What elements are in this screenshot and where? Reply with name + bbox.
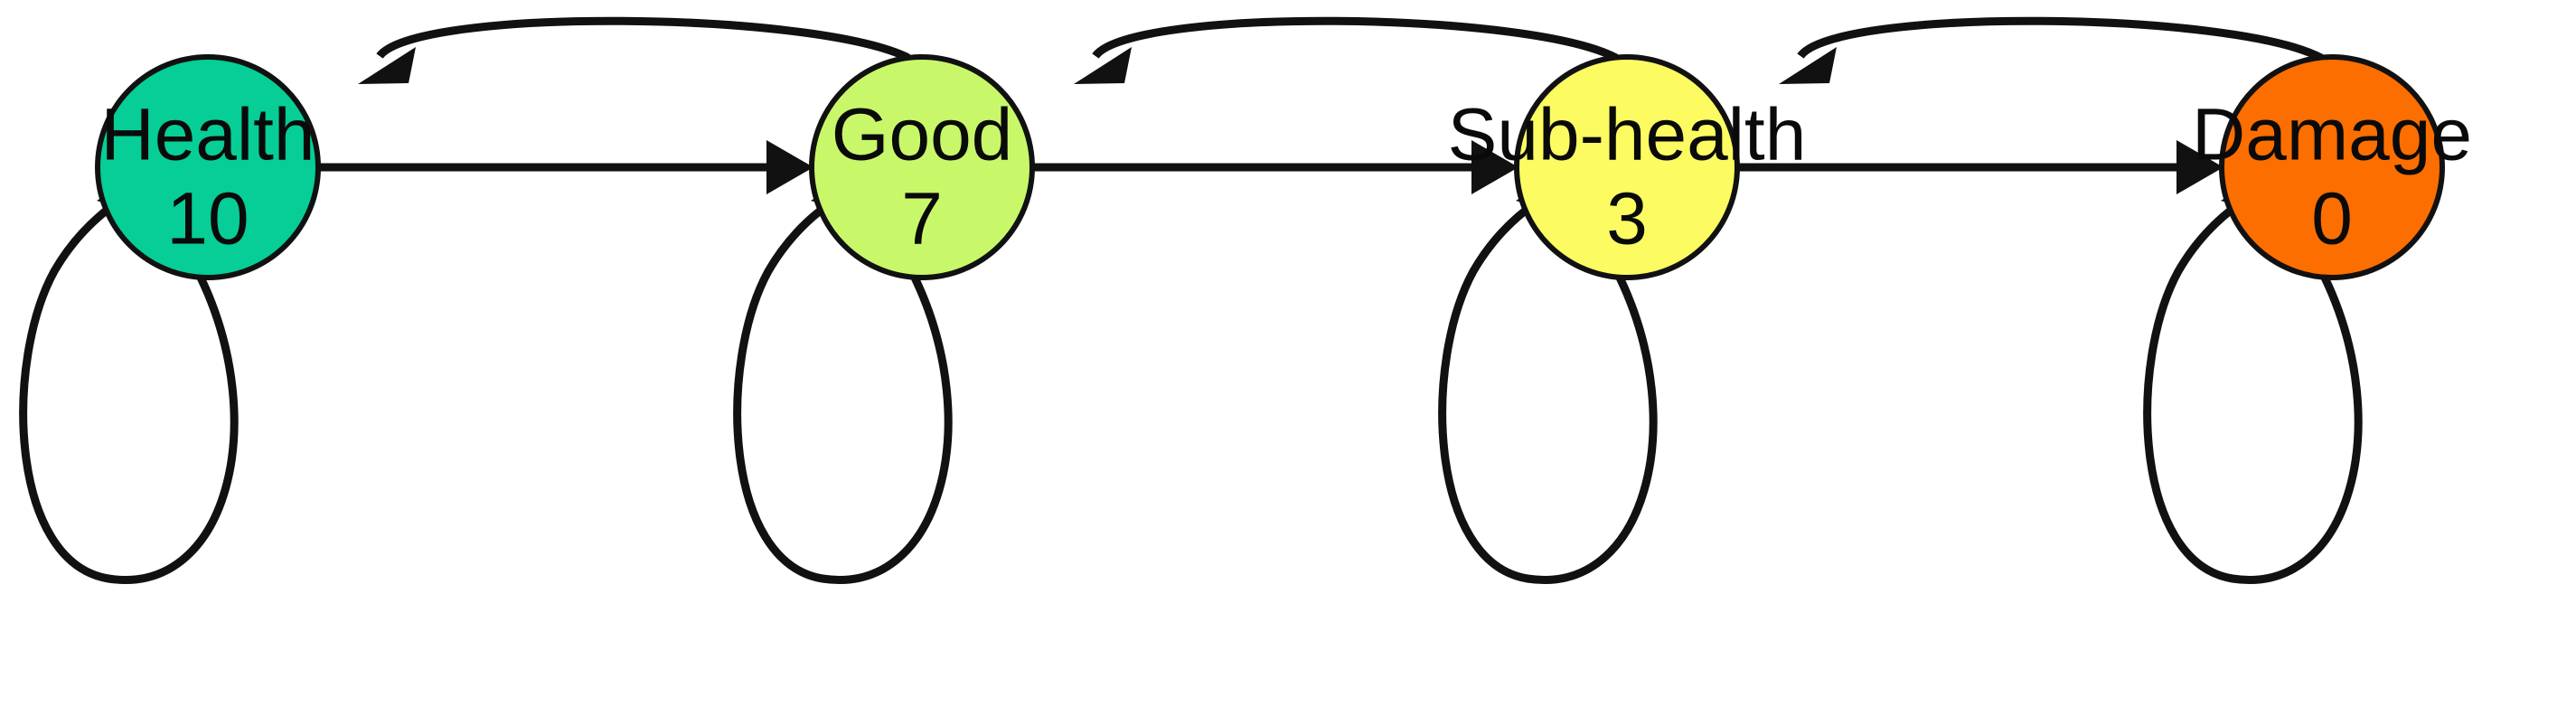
node-health-label: Health [100, 94, 315, 176]
node-sub-health-value: 3 [1606, 178, 1648, 260]
node-sub-health-label: Sub-health [1448, 94, 1807, 176]
node-health-value: 10 [166, 178, 249, 260]
edge-health-to-good[interactable] [318, 140, 813, 194]
node-good-value: 7 [901, 178, 943, 260]
edge-good-to-health-arrowhead [358, 47, 416, 84]
edge-good-to-health-path [376, 16, 910, 62]
edge-damage-to-sub-health-path [1797, 16, 2324, 61]
node-good[interactable]: Good 7 [809, 54, 1035, 280]
edge-good-to-sub-health[interactable] [1032, 140, 1518, 194]
self-loop-health-path [19, 184, 239, 584]
self-loop-sub-health-path [1438, 184, 1658, 584]
node-health-circle [95, 54, 321, 280]
edge-damage-to-sub-health-arrowhead [1779, 47, 1837, 84]
edge-sub-health-to-good[interactable] [1074, 16, 1619, 84]
self-loop-good-path [733, 184, 953, 584]
node-damage-circle [2219, 54, 2445, 280]
edge-good-to-sub-health-arrowhead [1471, 140, 1518, 194]
edge-health-to-good-arrowhead [766, 140, 813, 194]
node-good-circle [809, 54, 1035, 280]
edge-sub-health-to-damage-arrowhead [2176, 140, 2223, 194]
node-good-label: Good [832, 94, 1013, 176]
node-damage-value: 0 [2311, 178, 2353, 260]
node-damage-label: Damage [2192, 94, 2472, 176]
edge-good-to-health[interactable] [358, 16, 910, 84]
node-damage[interactable]: Damage 0 [2192, 54, 2472, 280]
edge-sub-health-to-good-arrowhead [1074, 47, 1132, 84]
self-loop-damage-path [2143, 184, 2363, 584]
edge-sub-health-to-damage[interactable] [1737, 140, 2223, 194]
edge-sub-health-to-good-path [1092, 16, 1619, 61]
node-sub-health-circle [1514, 54, 1740, 280]
node-health[interactable]: Health 10 [95, 54, 321, 280]
edge-damage-to-sub-health[interactable] [1779, 16, 2324, 84]
node-sub-health[interactable]: Sub-health 3 [1448, 54, 1807, 280]
